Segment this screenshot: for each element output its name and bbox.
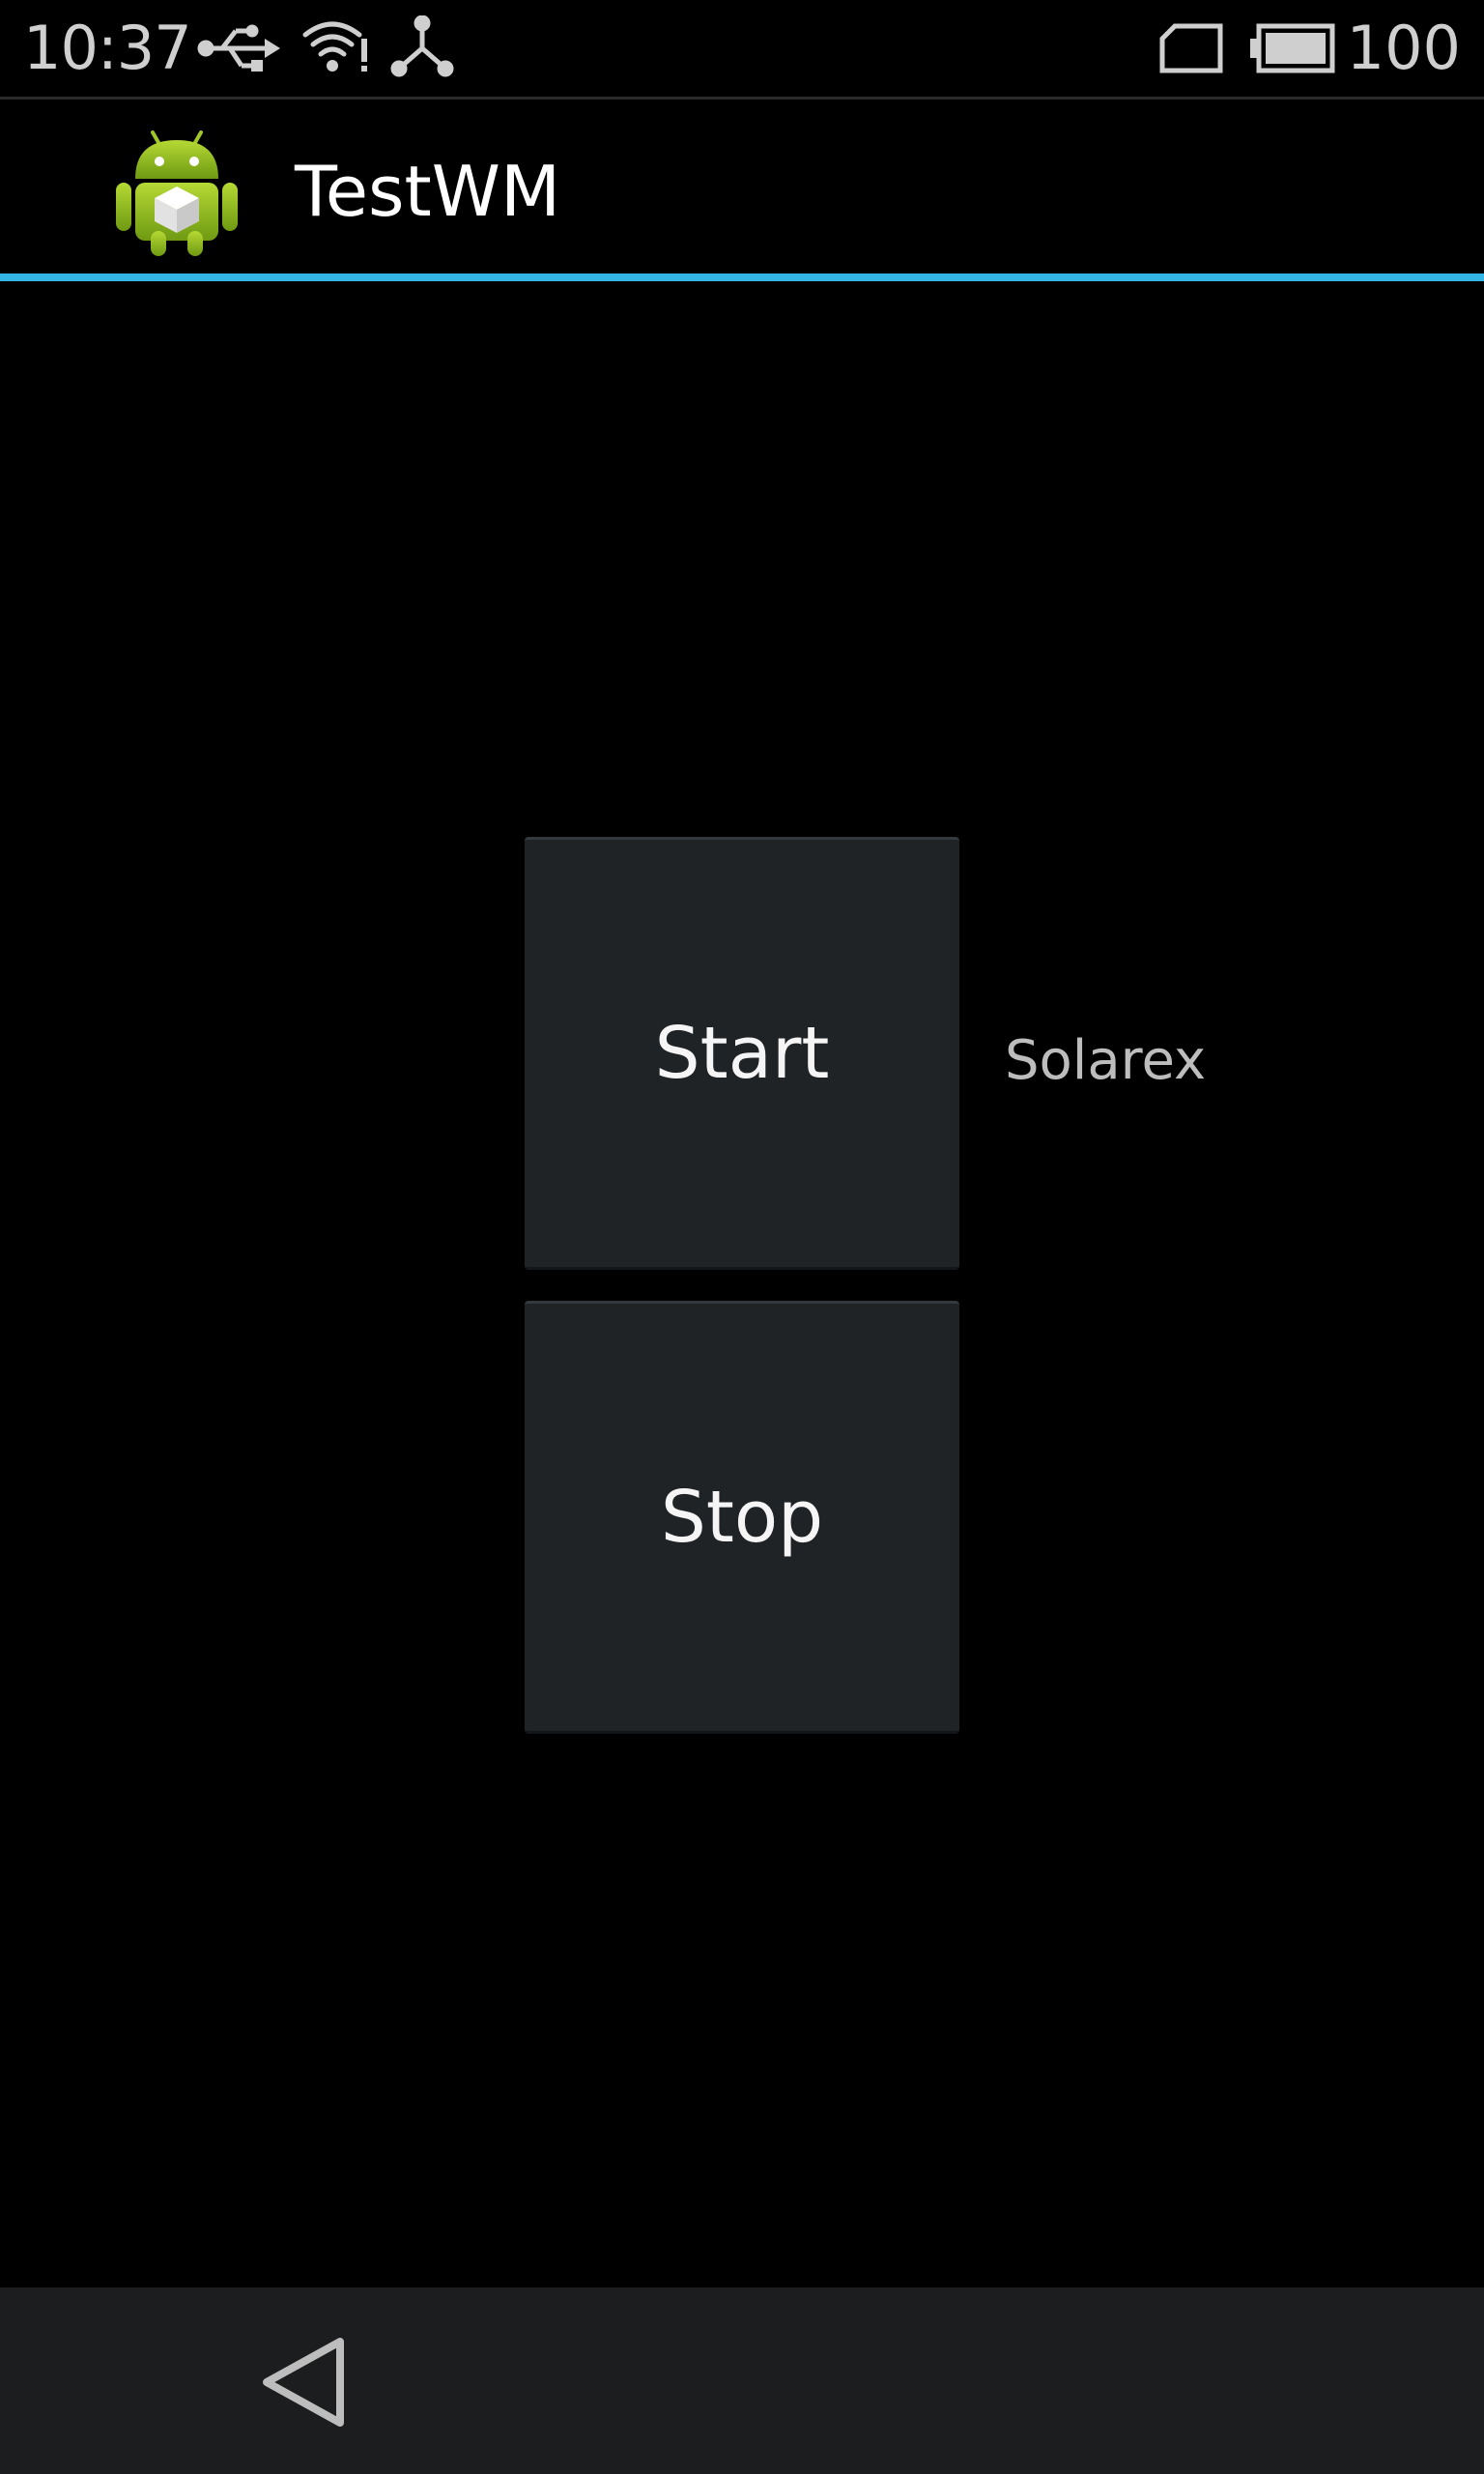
back-triangle-icon[interactable] [255,2334,361,2431]
wifi-icon [302,21,367,72]
android-robot-icon[interactable] [114,123,240,258]
battery-percentage: 100 [1346,13,1461,83]
usb-icon [197,24,280,72]
status-bar: 10:37 [0,0,1484,97]
battery-icon [1250,23,1335,73]
navigation-bar [0,2287,1484,2474]
sd-card-icon [1159,23,1223,73]
status-time: 10:37 [23,13,192,83]
action-bar-accent-line [0,273,1484,281]
status-divider [0,97,1484,100]
stop-button[interactable]: Stop [525,1301,959,1734]
debug-icon [390,15,454,77]
action-bar: TestWM [0,100,1484,274]
app-title: TestWM [295,151,561,232]
solarex-label: Solarex [1005,1029,1207,1092]
start-button[interactable]: Start [525,837,959,1270]
